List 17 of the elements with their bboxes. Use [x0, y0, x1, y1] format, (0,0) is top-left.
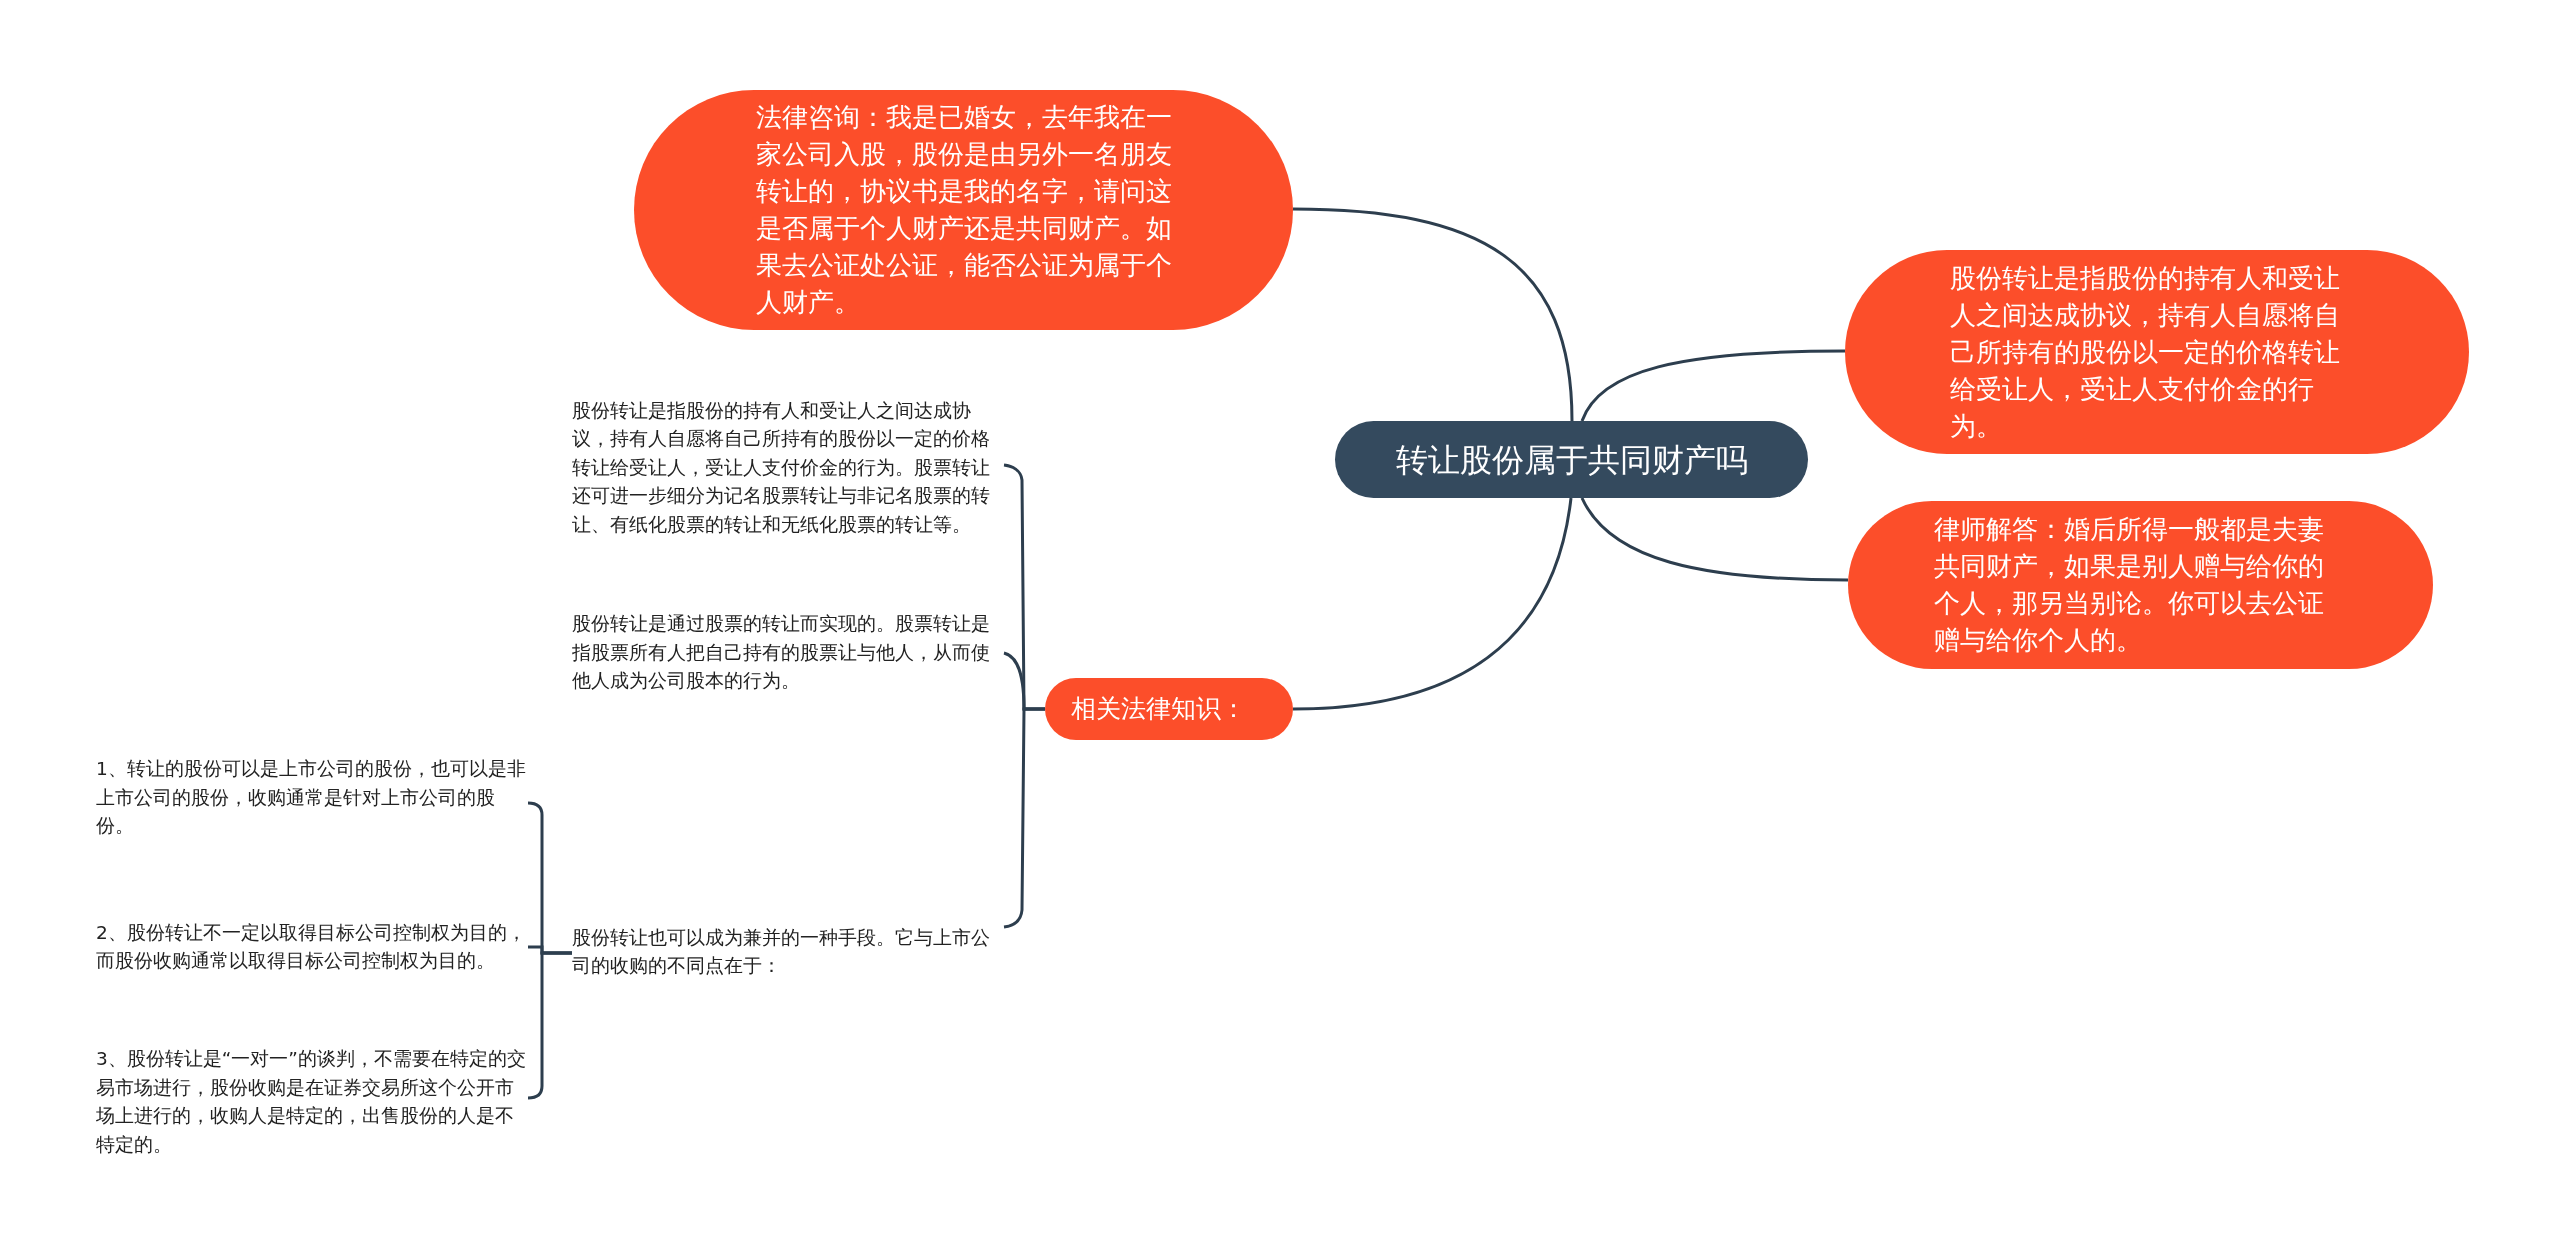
central-topic-pill: 转让股份属于共同财产吗 — [1335, 421, 1808, 498]
connector-line — [1580, 349, 1845, 422]
topic-text: 1、转让的股份可以是上市公司的股份，也可以是非上市公司的股份，收购通常是针对上市公司的股份。 — [96, 754, 528, 842]
connector-line — [1292, 207, 1574, 422]
topic-pill: 法律咨询：我是已婚女，去年我在一家公司入股，股份是由另外一名朋友转让的，协议书是我的名字，请问这是否属于个人财产还是共同财产。如果去公证处公证，能否公证为属于个人财产。 — [634, 90, 1293, 330]
topic-text: 股份转让是指股份的持有人和受让人之间达成协议，持有人自愿将自己所持有的股份以一定的价格转让给受让人，受让人支付价金的行为。股票转让还可进一步细分为记名股票转让与非记名股票的转让、有纸化股票的转让和无纸化股票的转让等。 — [572, 385, 1004, 551]
connector-line — [527, 951, 572, 1100]
connector-line — [1292, 497, 1573, 711]
topic-pill: 股份转让是指股份的持有人和受让人之间达成协议，持有人自愿将自己所持有的股份以一定的价格转让给受让人，受让人支付价金的行为。 — [1845, 250, 2469, 454]
topic-text: 股份转让是通过股票的转让而实现的。股票转让是指股票所有人把自己持有的股票让与他人，从而使他人成为公司股本的行为。 — [572, 610, 1004, 696]
topic-text: 2、股份转让不一定以取得目标公司控制权为目的，而股份收购通常以取得目标公司控制权为目的。 — [96, 903, 528, 991]
connector-line — [1580, 497, 1848, 582]
topic-pill: 相关法律知识： — [1045, 678, 1293, 740]
topic-pill: 律师解答：婚后所得一般都是夫妻共同财产，如果是别人赠与给你的个人，那另当别论。你可以去公证赠与给你个人的。 — [1848, 501, 2433, 669]
connector-line — [1003, 707, 1045, 929]
topic-text: 3、股份转让是“一对一”的谈判，不需要在特定的交易市场进行，股份收购是在证券交易所这个公开市场上进行的，收购人是特定的，出售股份的人是不特定的。 — [96, 1044, 528, 1160]
topic-text: 股份转让也可以成为兼并的一种手段。它与上市公司的收购的不同点在于： — [572, 922, 1004, 982]
